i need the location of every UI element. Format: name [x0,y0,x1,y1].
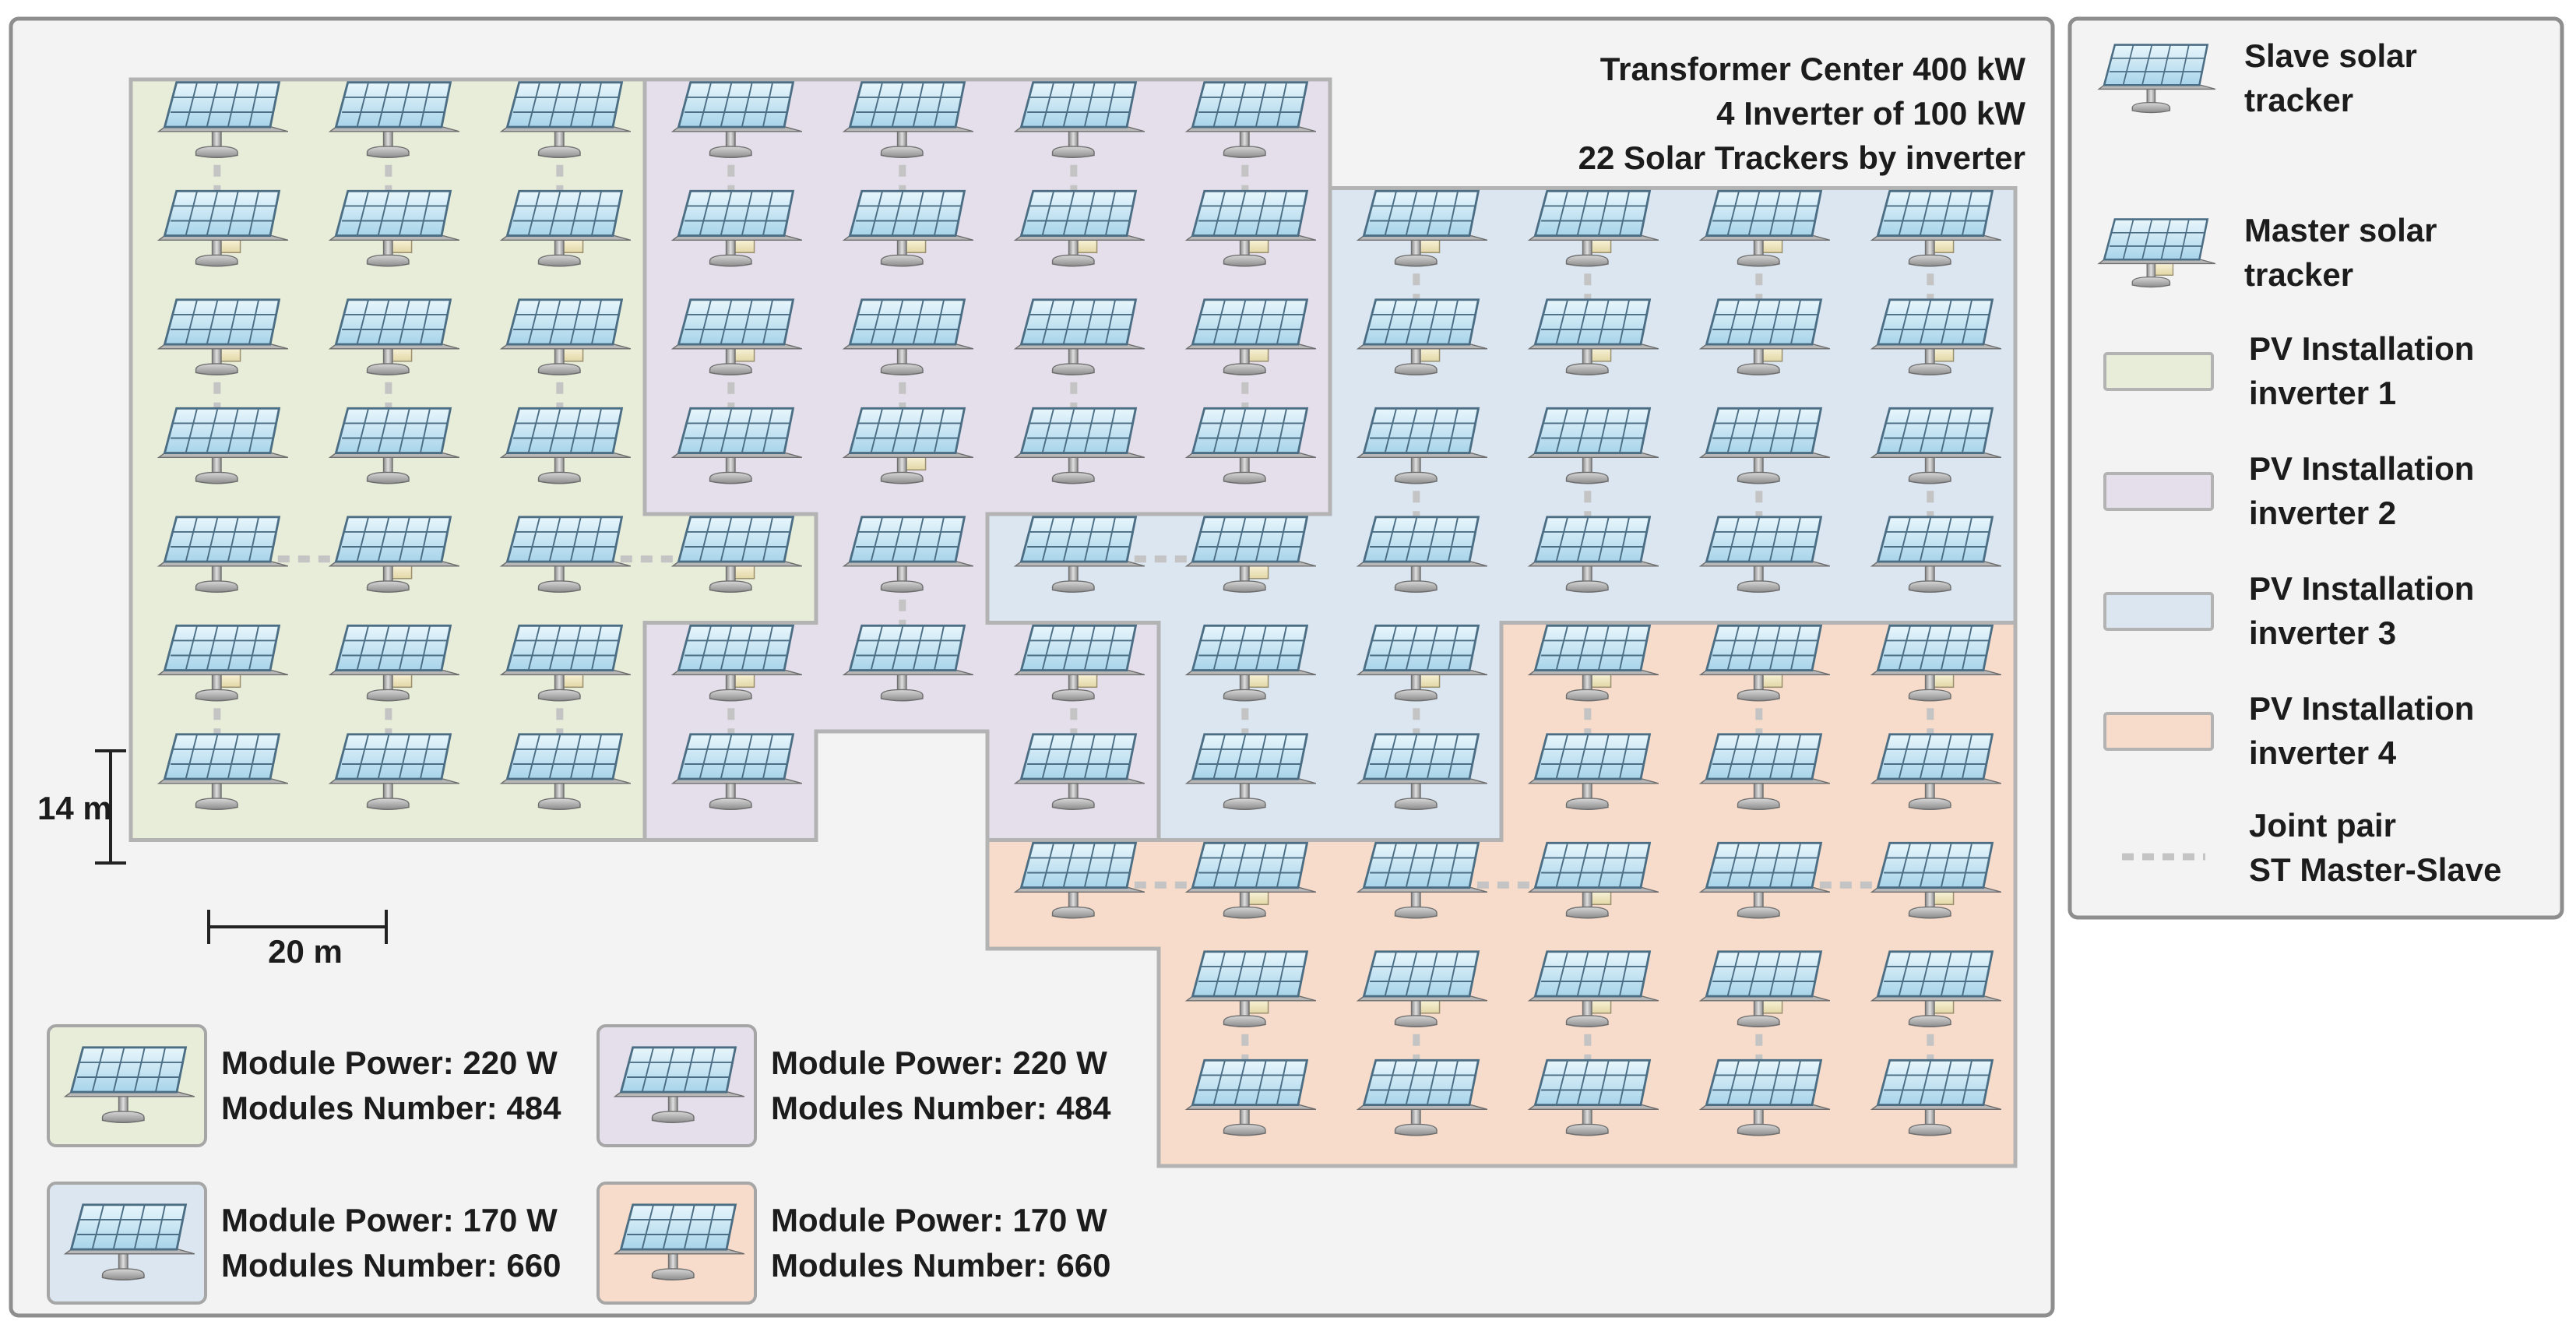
legend-label: Joint pair [2249,807,2396,844]
info-box-inverter_2: Module Power: 220 W Modules Number: 484 [596,1024,1111,1147]
legend-label: PV Installation [2249,690,2474,727]
modules-number-text: Modules Number: 484 [771,1090,1111,1126]
modules-number-text: Modules Number: 660 [771,1247,1110,1284]
header-line-1: Transformer Center 400 kW [1600,51,2026,87]
legend-label: inverter 3 [2249,615,2396,651]
legend-label: inverter 4 [2249,734,2397,771]
legend-item-inverter-2: PV Installation inverter 2 [2103,450,2474,531]
legend-label: inverter 2 [2249,495,2396,531]
info-box-inverter_3: Module Power: 170 W Modules Number: 660 [47,1182,561,1305]
legend-item-inverter-1: PV Installation inverter 1 [2103,330,2474,411]
modules-number-text: Modules Number: 660 [221,1247,561,1284]
legend-label: inverter 1 [2249,375,2396,411]
header-text: Transformer Center 400 kW 4 Inverter of … [1578,51,2026,176]
scale-vertical: 14 m [37,749,126,865]
info-box-inverter_1: Module Power: 220 W Modules Number: 484 [47,1024,561,1147]
legend-label: PV Installation [2249,450,2474,487]
info-box-inverter_4: Module Power: 170 W Modules Number: 660 [596,1182,1110,1305]
legend-item-inverter-4: PV Installation inverter 4 [2103,690,2474,771]
module-power-text: Module Power: 170 W [771,1202,1107,1238]
legend-label: Slave solar [2244,37,2417,74]
legend-item-master: Master solar tracker [2097,212,2437,293]
legend-label: tracker [2244,256,2353,293]
legend-item-slave: Slave solar tracker [2097,37,2417,118]
zone-outline-inverter_4 [985,621,2018,1168]
legend-label: PV Installation [2249,570,2474,607]
header-line-2: 4 Inverter of 100 kW [1716,95,2025,132]
legend-swatch-inverter-1 [2103,352,2214,391]
modules-number-text: Modules Number: 484 [221,1090,561,1126]
legend-swatch-inverter-3 [2103,592,2214,631]
legend-label: tracker [2244,82,2353,118]
module-power-text: Module Power: 220 W [771,1044,1107,1081]
module-power-text: Module Power: 170 W [221,1202,558,1238]
legend-swatch-inverter-4 [2103,712,2214,751]
legend-swatch-inverter-2 [2103,472,2214,511]
legend-label: PV Installation [2249,330,2474,367]
legend-item-joint: Joint pair ST Master-Slave [2122,807,2501,888]
scale-horizontal-label: 20 m [268,933,343,970]
header-line-3: 22 Solar Trackers by inverter [1578,139,2025,176]
legend-item-inverter-3: PV Installation inverter 3 [2103,570,2474,651]
legend-label: Master solar [2244,212,2437,248]
scale-horizontal: 20 m [207,910,388,970]
legend-label: ST Master-Slave [2249,851,2501,888]
module-power-text: Module Power: 220 W [221,1044,558,1081]
scale-vertical-label: 14 m [37,790,112,826]
